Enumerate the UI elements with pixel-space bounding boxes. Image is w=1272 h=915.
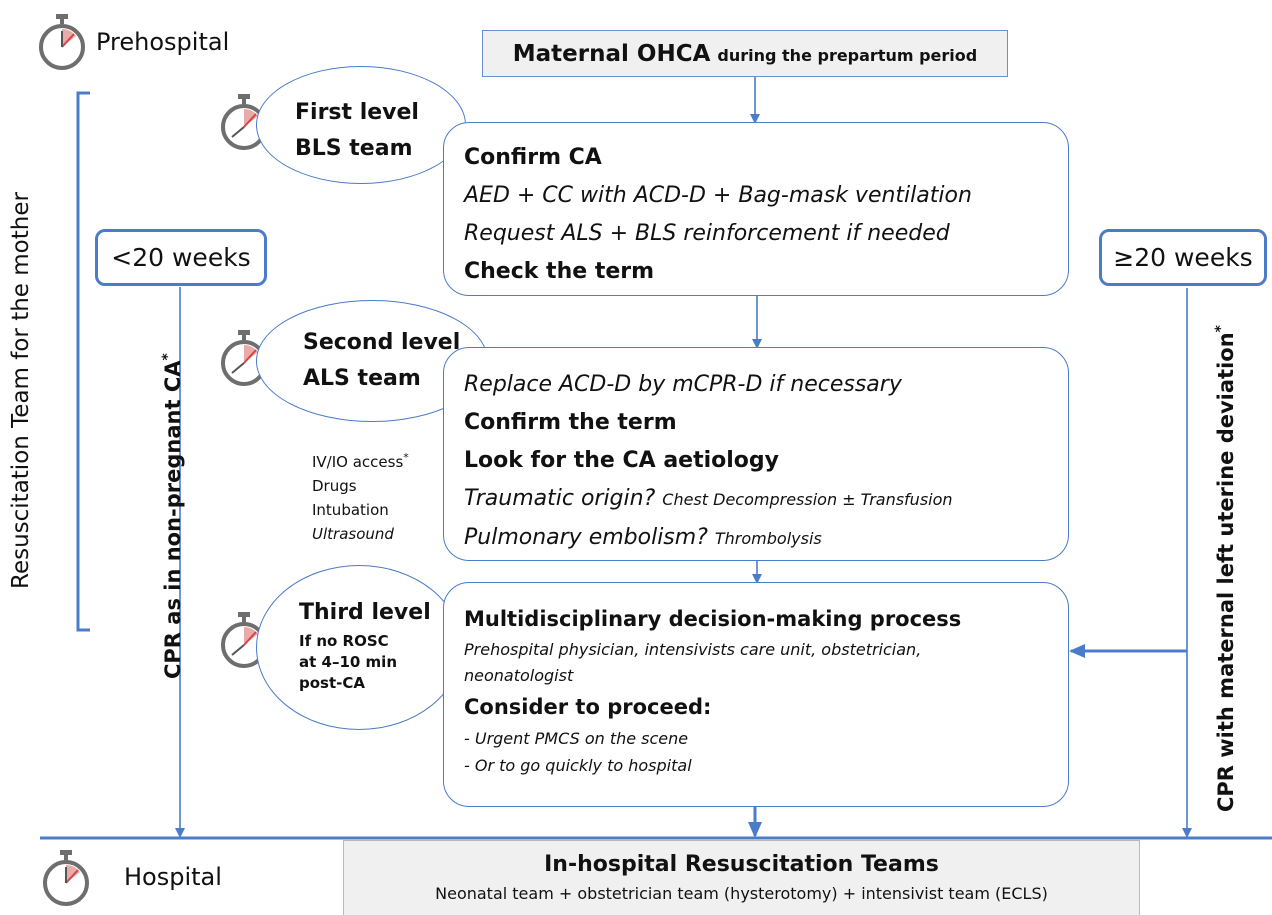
level1-box: Confirm CA AED + CC with ACD-D + Bag-mas… bbox=[443, 122, 1069, 296]
level3-sub-3: post-CA bbox=[299, 674, 365, 692]
level3-participants-1: Prehospital physician, intensivists care… bbox=[464, 640, 922, 659]
embolism-action: Thrombolysis bbox=[714, 529, 822, 548]
side-item-drugs: Drugs bbox=[312, 477, 357, 495]
level2-line-embolism: Pulmonary embolism? Thrombolysis bbox=[464, 519, 1068, 558]
lt20-cpr-label: CPR as in non-pregnant CA* bbox=[160, 353, 185, 679]
level2-title-line2: ALS team bbox=[303, 366, 421, 391]
stopwatch-icon bbox=[221, 612, 267, 668]
hospital-teams-title: In-hospital Resuscitation Teams bbox=[544, 852, 939, 877]
level2-line-confirm: Confirm the term bbox=[464, 410, 677, 435]
top-box-title: Maternal OHCA bbox=[512, 40, 711, 67]
ge20-cpr-star: * bbox=[1213, 325, 1229, 333]
level3-box-title: Multidisciplinary decision-making proces… bbox=[464, 607, 962, 631]
level3-title: Third level bbox=[299, 600, 431, 625]
level3-option-hospital: - Or to go quickly to hospital bbox=[464, 756, 692, 775]
prehospital-label: Prehospital bbox=[96, 28, 230, 56]
lt20-cpr-text: CPR as in non-pregnant CA bbox=[161, 360, 185, 679]
level2-line-replace: Replace ACD-D by mCPR-D if necessary bbox=[464, 372, 902, 397]
side-item-ultrasound: Ultrasound bbox=[312, 525, 394, 543]
level1-line-check: Check the term bbox=[464, 259, 655, 284]
level3-option-pmcs: - Urgent PMCS on the scene bbox=[464, 729, 689, 748]
ge20-cpr-label: CPR with maternal left uterine deviation… bbox=[1213, 325, 1238, 812]
hospital-label: Hospital bbox=[124, 863, 222, 891]
stopwatch-icon bbox=[39, 14, 85, 70]
level2-title-line1: Second level bbox=[303, 330, 461, 355]
level1-title: First level BLS team bbox=[295, 95, 419, 167]
lt20-weeks-box: <20 weeks bbox=[95, 229, 267, 286]
side-item-intubation: Intubation bbox=[312, 501, 389, 519]
level1-ellipse bbox=[256, 66, 466, 184]
level2-title: Second level ALS team bbox=[303, 325, 460, 397]
hospital-teams-subtitle: Neonatal team + obstetrician team (hyste… bbox=[435, 884, 1048, 903]
traumatic-question: Traumatic origin? bbox=[464, 486, 656, 511]
lt20-weeks-label: <20 weeks bbox=[111, 243, 251, 272]
ge20-cpr-text: CPR with maternal left uterine deviation bbox=[1214, 332, 1238, 812]
ge20-weeks-label: ≥20 weeks bbox=[1113, 243, 1253, 272]
level3-sub-2: at 4–10 min bbox=[299, 653, 397, 671]
level2-side-list: IV/IO access* Drugs Intubation Ultrasoun… bbox=[312, 446, 409, 546]
level3-box: Multidisciplinary decision-making proces… bbox=[443, 582, 1069, 807]
level3-ellipse bbox=[256, 565, 462, 730]
top-box-subtitle: during the prepartum period bbox=[717, 46, 978, 65]
level1-title-line1: First level bbox=[295, 100, 419, 125]
level2-line-aetiology: Look for the CA aetiology bbox=[464, 448, 780, 473]
level1-title-line2: BLS team bbox=[295, 136, 413, 161]
hospital-teams-box: In-hospital Resuscitation Teams Neonatal… bbox=[343, 840, 1140, 915]
side-item-access: IV/IO access* bbox=[312, 451, 409, 471]
lt20-cpr-star: * bbox=[160, 353, 176, 361]
level3-participants-2: neonatologist bbox=[464, 666, 574, 685]
level2-box: Replace ACD-D by mCPR-D if necessary Con… bbox=[443, 347, 1069, 561]
ge20-weeks-box: ≥20 weeks bbox=[1099, 229, 1267, 286]
level1-line-aed: AED + CC with ACD-D + Bag-mask ventilati… bbox=[464, 183, 972, 208]
level3-subtitle: If no ROSC at 4–10 min post-CA bbox=[299, 631, 397, 694]
traumatic-action: Chest Decompression ± Transfusion bbox=[662, 490, 953, 509]
left-bracket bbox=[76, 91, 90, 632]
level3-consider: Consider to proceed: bbox=[464, 695, 712, 719]
stopwatch-icon bbox=[43, 850, 89, 906]
side-label-mother-team: Resuscitation Team for the mother bbox=[8, 192, 34, 589]
level1-line-request: Request ALS + BLS reinforcement if neede… bbox=[464, 221, 950, 246]
top-event-box: Maternal OHCA during the prepartum perio… bbox=[482, 30, 1008, 77]
level3-sub-1: If no ROSC bbox=[299, 632, 389, 650]
stopwatch-icon bbox=[221, 94, 267, 150]
embolism-question: Pulmonary embolism? bbox=[464, 525, 708, 550]
level1-line-confirm: Confirm CA bbox=[464, 145, 602, 170]
level2-line-traumatic: Traumatic origin? Chest Decompression ± … bbox=[464, 480, 1068, 519]
